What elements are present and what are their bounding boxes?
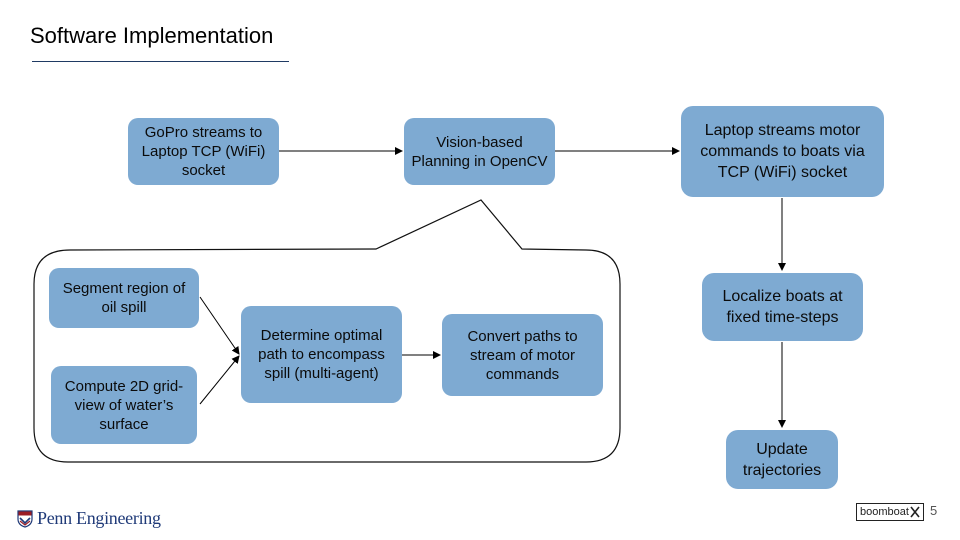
penn-shield-icon (17, 509, 33, 528)
slide-title: Software Implementation (30, 23, 274, 48)
laptop-streams-box: Laptop streams motor commands to boats v… (681, 106, 884, 197)
boomboat-wordmark: boomboat (860, 506, 909, 518)
arrow-segment-to-determine (199, 296, 240, 355)
boomboat-x-icon (910, 506, 920, 518)
vision-planning-box: Vision-based Planning in OpenCV (404, 118, 555, 185)
determine-path-box: Determine optimal path to encompass spil… (241, 306, 402, 403)
boomboat-logo: boomboat (856, 503, 924, 521)
penn-engineering-logo: Penn Engineering (17, 508, 161, 529)
convert-paths-box: Convert paths to stream of motor command… (442, 314, 603, 396)
gopro-stream-box: GoPro streams to Laptop TCP (WiFi) socke… (128, 118, 279, 185)
localize-boats-box: Localize boats at fixed time-steps (702, 273, 863, 341)
title-underline (32, 61, 289, 62)
segment-region-box: Segment region of oil spill (49, 268, 199, 328)
callout-bubble (33, 199, 621, 463)
compute-grid-box: Compute 2D grid-view of water’s surface (51, 366, 197, 444)
page-number: 5 (930, 503, 938, 518)
arrow-compute-to-determine (199, 355, 240, 405)
update-trajectories-box: Update trajectories (726, 430, 838, 489)
penn-engineering-wordmark: Penn Engineering (37, 508, 161, 528)
